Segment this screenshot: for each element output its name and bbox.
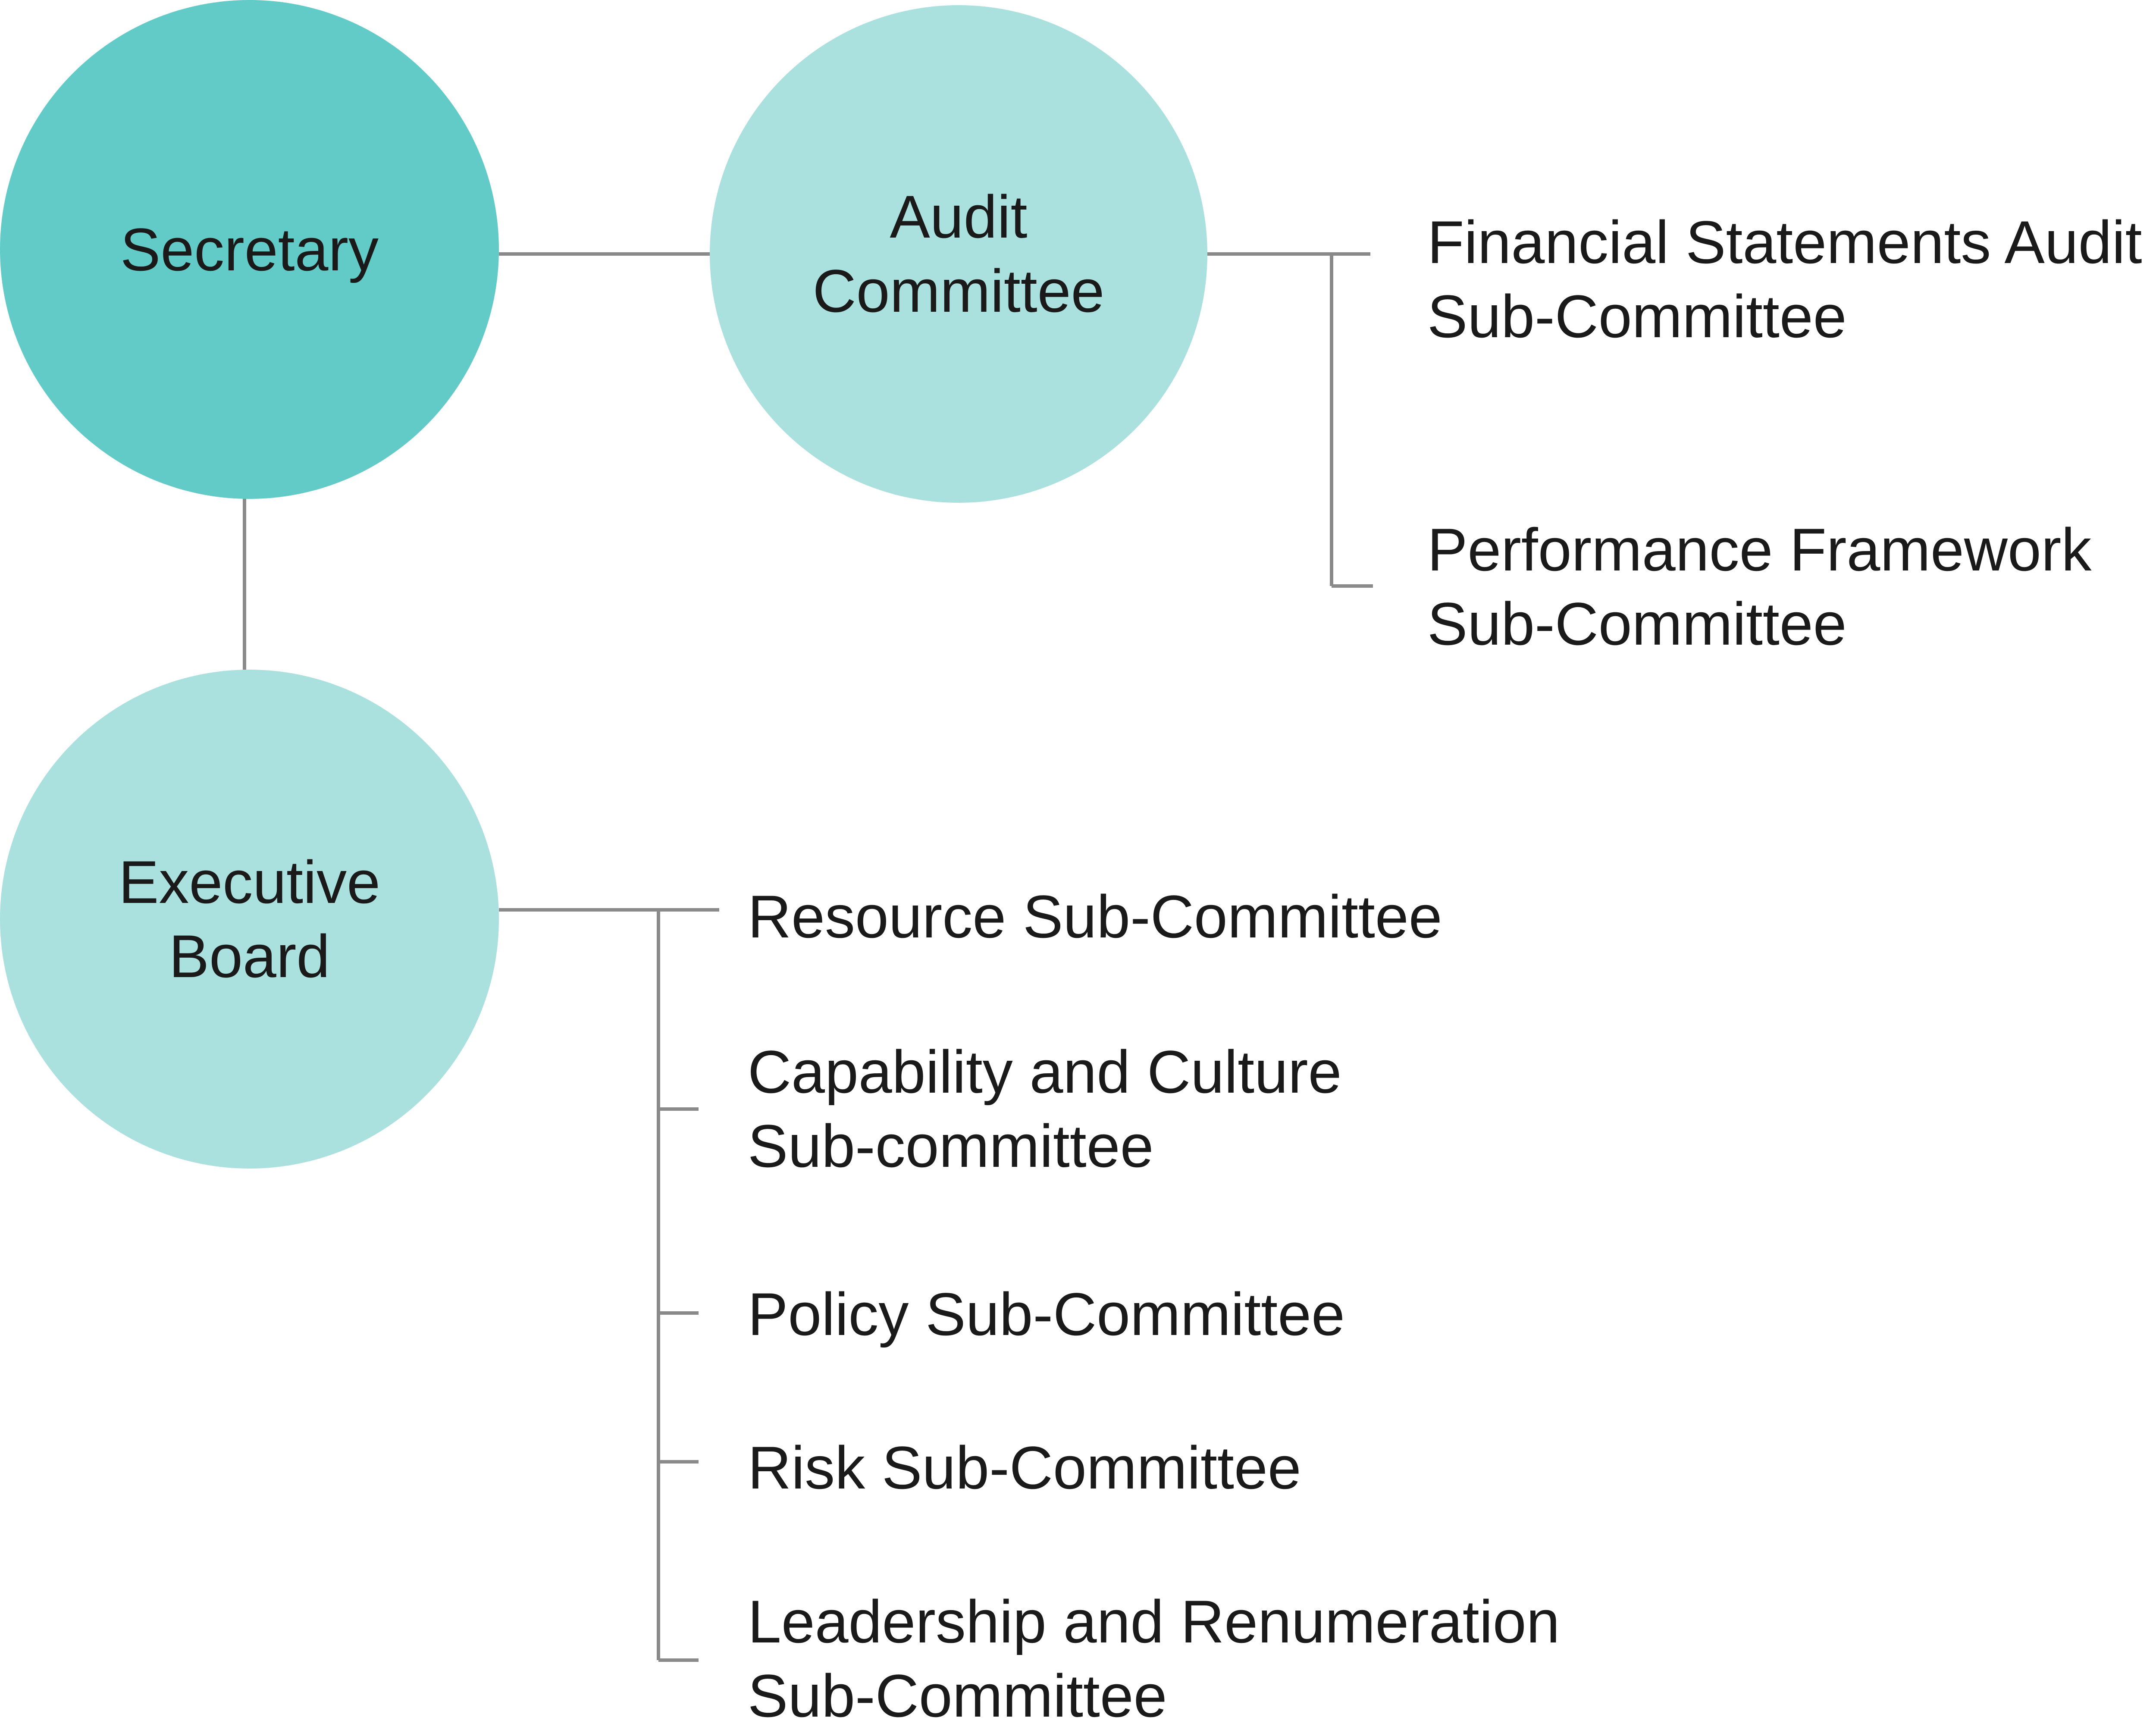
executive-board-node: Executive Board (0, 670, 499, 1169)
secretary-node: Secretary (0, 0, 499, 499)
audit-subcommittee-item: Financial Statements Audit Sub-Committee (1427, 208, 2142, 350)
executive-subcommittee-item: Leadership and Renumeration Sub-Committe… (748, 1588, 1560, 1730)
audit-subcommittee-item: Performance Framework Sub-Committee (1427, 516, 2092, 658)
audit-committee-node: Audit Committee (710, 5, 1207, 503)
executive-subcommittee-item: Risk Sub-Committee (748, 1434, 1301, 1501)
audit-committee-label: Audit Committee (812, 183, 1105, 325)
executive-subcommittee-item: Capability and Culture Sub-committee (748, 1038, 1342, 1180)
executive-subcommittee-item: Resource Sub-Committee (748, 883, 1442, 950)
executive-board-label: Executive Board (119, 848, 380, 990)
secretary-label: Secretary (120, 215, 379, 283)
executive-subcommittee-item: Policy Sub-Committee (748, 1280, 1345, 1348)
